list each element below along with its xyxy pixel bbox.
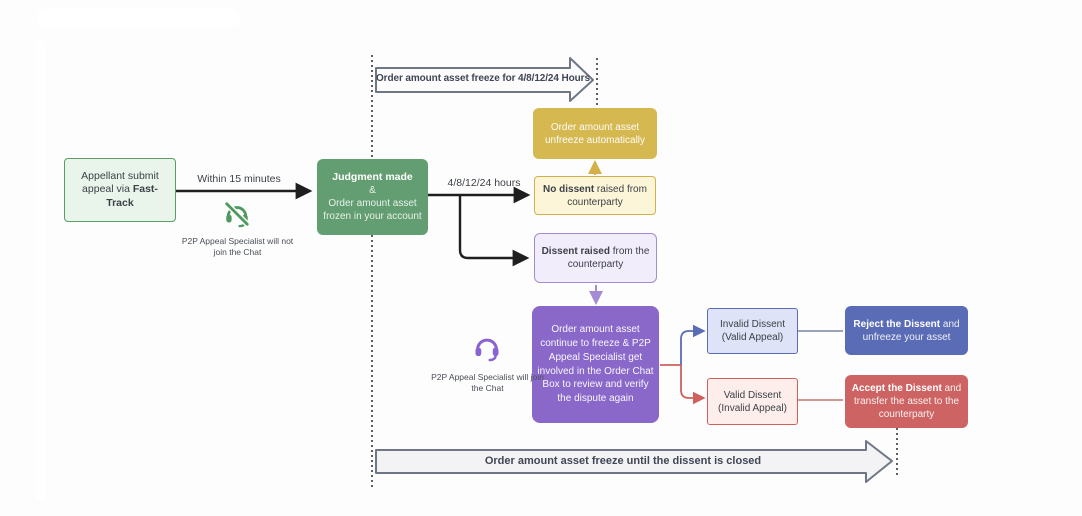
background-patch-left xyxy=(36,40,45,500)
node-unfreeze-automatically: Order amount asset unfreeze automaticall… xyxy=(533,108,657,159)
valid-dissent-line1: Valid Dissent xyxy=(723,389,782,401)
dissent-raised-text: Dissent raised from the counterparty xyxy=(541,246,650,270)
judgment-detail: Order amount asset frozen in your accoun… xyxy=(323,198,422,223)
valid-dissent-line2: (Invalid Appeal) xyxy=(718,402,787,414)
judgment-title: Judgment made xyxy=(332,170,413,183)
node-continue-freeze: Order amount asset continue to freeze & … xyxy=(532,306,659,423)
node-dissent-raised: Dissent raised from the counterparty xyxy=(534,233,657,283)
arrow-judgment-dissent xyxy=(458,196,530,267)
node-reject-dissent: Reject the Dissent and unfreeze your ass… xyxy=(845,306,968,355)
node-appellant-submit: Appellant submit appeal via Fast-Track xyxy=(64,158,176,222)
node-valid-dissent: Valid Dissent (Invalid Appeal) xyxy=(707,378,798,425)
top-banner-arrow xyxy=(375,57,594,102)
headset-icon xyxy=(472,332,502,362)
bottom-banner-label: Order amount asset freeze until the diss… xyxy=(484,455,762,467)
no-dissent-text: No dissent raised from counterparty xyxy=(543,183,647,208)
label-hours: 4/8/12/24 hours xyxy=(447,177,521,189)
top-banner-label: Order amount asset freeze for 4/8/12/24 … xyxy=(376,73,590,84)
background-patch-top xyxy=(37,9,240,27)
headset-muted-icon xyxy=(223,200,251,228)
continue-freeze-text: Order amount asset continue to freeze & … xyxy=(537,324,654,405)
judgment-amp: & xyxy=(369,185,376,197)
arrow-split-valid xyxy=(680,365,706,405)
unfreeze-text: Order amount asset unfreeze automaticall… xyxy=(544,121,646,146)
node-judgment-made: Judgment made & Order amount asset froze… xyxy=(317,159,428,235)
invalid-dissent-line2: (Valid Appeal) xyxy=(721,332,784,343)
node-appellant-text: Appellant submit appeal via Fast-Track xyxy=(81,169,159,209)
caption-specialist-join: P2P Appeal Specialist will join the Chat xyxy=(431,372,544,394)
arrow-split-invalid xyxy=(680,324,706,365)
node-accept-dissent: Accept the Dissent and transfer the asse… xyxy=(845,375,968,428)
label-within-15-minutes: Within 15 minutes xyxy=(197,173,281,185)
node-no-dissent: No dissent raised from counterparty xyxy=(534,176,656,215)
node-invalid-dissent: Invalid Dissent (Valid Appeal) xyxy=(707,308,798,354)
caption-specialist-not-join: P2P Appeal Specialist will not join the … xyxy=(181,236,294,258)
reject-text: Reject the Dissent and unfreeze your ass… xyxy=(853,318,960,343)
accept-text: Accept the Dissent and transfer the asse… xyxy=(851,383,962,420)
bottom-banner-arrow xyxy=(375,440,893,483)
invalid-dissent-line1: Invalid Dissent xyxy=(719,319,786,330)
